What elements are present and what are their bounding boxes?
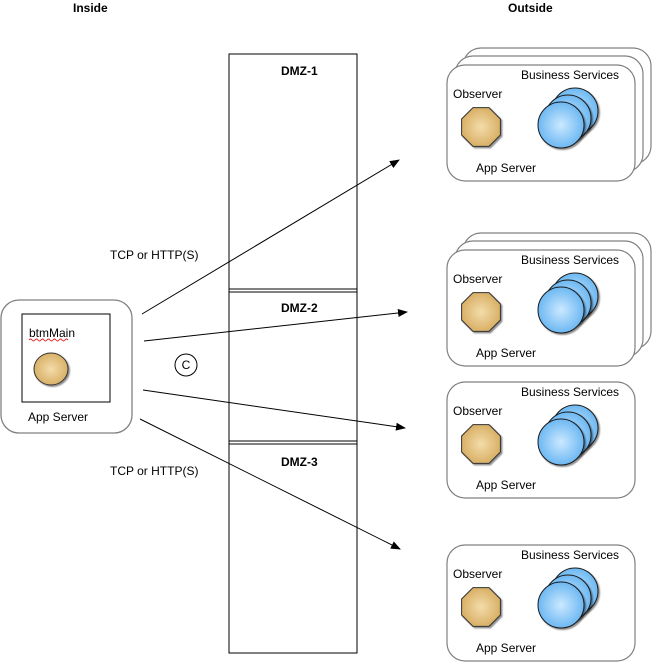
protocol-label-upper: TCP or HTTP(S) [110,248,198,262]
observer-icon [461,587,501,627]
inside-app-server[interactable]: btmMain App Server [0,299,133,434]
dmz-2-label: DMZ-2 [281,301,318,315]
app-server-label: App Server [476,346,536,360]
dmz-3-label: DMZ-3 [281,455,318,469]
business-services-label: Business Services [521,385,619,399]
app-server-label: App Server [476,161,536,175]
center-marker: C [174,353,198,377]
app-server-label: App Server [476,478,536,492]
business-service-icon-3 [537,101,585,149]
dmz-1-label: DMZ-1 [281,64,318,78]
business-services-label: Business Services [521,253,619,267]
center-marker-label: C [182,358,191,372]
observer-label: Observer [453,272,502,286]
observer-label: Observer [453,567,502,581]
connection-arrow-4 [139,418,401,550]
observer-icon [461,107,501,147]
observer-icon [461,292,501,332]
connection-arrow-2 [143,309,408,342]
business-service-icon-3 [537,581,585,629]
center-marker-circle [174,353,198,377]
protocol-label-lower: TCP or HTTP(S) [110,464,198,478]
inside-header: Inside [73,1,108,15]
btmmain-component-box[interactable] [21,313,111,403]
observer-label: Observer [453,87,502,101]
dmz-column: DMZ-1 DMZ-2 DMZ-3 [228,53,358,654]
connection-arrow-1 [141,159,400,315]
business-service-icon-3 [537,286,585,334]
inside-app-server-label: App Server [28,410,88,424]
app-server-label: App Server [476,641,536,655]
observer-icon [461,424,501,464]
connections [139,159,408,550]
outside-header: Outside [508,1,553,15]
btmmain-label: btmMain [29,326,75,340]
spellcheck-underline [28,338,69,342]
business-services-label: Business Services [521,68,619,82]
dmz-box [228,53,358,654]
connection-arrow-3 [142,389,406,431]
btmmain-node-icon [33,352,69,386]
business-service-icon-3 [537,418,585,466]
observer-label: Observer [453,404,502,418]
business-services-label: Business Services [521,548,619,562]
